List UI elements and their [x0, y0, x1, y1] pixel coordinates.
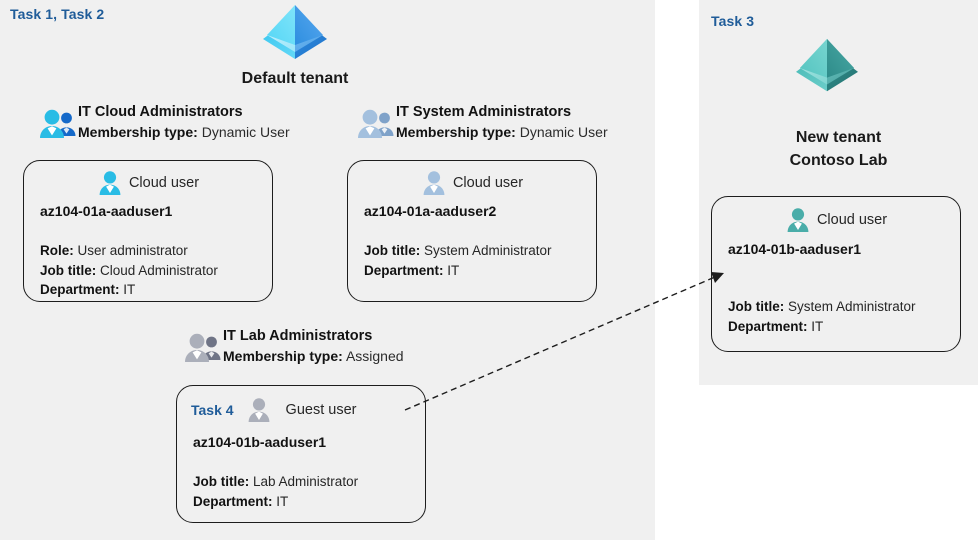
task-label-4: Task 4 [191, 402, 234, 418]
membership-value: Dynamic User [519, 124, 608, 140]
prop-label: Job title: [728, 299, 785, 314]
user-card-aaduser2[interactable]: Cloud user az104-01a-aaduser2 Job title:… [347, 160, 597, 302]
user-card-guest-aaduser1[interactable]: Task 4 Guest user az104-01b-aaduser1 Job… [176, 385, 426, 523]
card-properties: Job title: System Administrator Departme… [364, 241, 552, 280]
card-prop-row: Job title: System Administrator [364, 241, 552, 261]
card-properties: Job title: Lab Administrator Department:… [193, 472, 358, 511]
card-prop-row: Job title: Lab Administrator [193, 472, 358, 492]
user-card-new-tenant-aaduser1[interactable]: Cloud user az104-01b-aaduser1 Job title:… [711, 196, 961, 352]
prop-value: User administrator [77, 243, 188, 258]
group-membership: Membership type: Assigned [223, 347, 404, 366]
prop-label: Job title: [364, 243, 421, 258]
card-prop-row: Department: IT [364, 261, 552, 281]
card-username: az104-01a-aaduser2 [364, 203, 497, 219]
new-tenant-caption: New tenant Contoso Lab [712, 126, 965, 172]
card-username: az104-01a-aaduser1 [40, 203, 173, 219]
cloud-user-icon [787, 208, 809, 232]
cloud-user-icon [423, 171, 445, 195]
prop-value: Cloud Administrator [100, 262, 218, 278]
prop-value: IT [811, 318, 824, 334]
membership-label: Membership type: [78, 124, 198, 140]
prop-value: System Administrator [788, 299, 916, 314]
prop-label: Department: [193, 493, 273, 509]
azure-ad-tenant-icon-new [791, 36, 863, 98]
card-properties: Role: User administrator Job title: Clou… [40, 241, 218, 300]
prop-label: Role: [40, 243, 74, 258]
card-prop-row: Department: IT [193, 492, 358, 512]
prop-value: IT [447, 262, 460, 278]
card-user-type: Cloud user [452, 175, 524, 191]
membership-value: Dynamic User [201, 124, 290, 140]
membership-label: Membership type: [396, 124, 516, 140]
group-membership: Membership type: Dynamic User [396, 123, 608, 142]
group-name: IT Lab Administrators [223, 328, 373, 344]
prop-label: Job title: [193, 474, 250, 489]
group-membership: Membership type: Dynamic User [78, 123, 290, 142]
task-label-1-2: Task 1, Task 2 [10, 6, 105, 22]
card-prop-row: Department: IT [40, 280, 218, 300]
prop-label: Department: [728, 318, 808, 334]
membership-label: Membership type: [223, 348, 343, 364]
card-username: az104-01b-aaduser1 [193, 434, 327, 450]
prop-value: Lab Administrator [253, 474, 359, 489]
guest-user-icon [248, 398, 269, 422]
card-username: az104-01b-aaduser1 [728, 241, 862, 257]
card-user-type: Cloud user [128, 175, 200, 191]
default-tenant-caption: Default tenant [241, 70, 349, 87]
card-properties: Job title: System Administrator Departme… [728, 297, 916, 336]
card-user-header: Task 4 Guest user [177, 397, 425, 423]
prop-label: Department: [364, 262, 444, 278]
card-user-header: Cloud user [348, 170, 596, 196]
prop-value: IT [123, 282, 136, 297]
group-name: IT System Administrators [396, 104, 572, 120]
card-prop-row: Department: IT [728, 317, 916, 337]
group-users-icon [358, 109, 394, 138]
group-users-icon [185, 333, 221, 362]
prop-value: IT [276, 493, 289, 509]
card-user-header: Cloud user [712, 207, 960, 233]
prop-label: Department: [40, 282, 120, 297]
prop-label: Job title: [40, 262, 97, 278]
cloud-user-icon [99, 171, 121, 195]
group-users-icon [40, 109, 76, 138]
prop-value: System Administrator [424, 243, 552, 258]
group-name: IT Cloud Administrators [78, 104, 243, 120]
card-prop-row: Job title: Cloud Administrator [40, 261, 218, 281]
card-user-type: Cloud user [816, 212, 888, 228]
membership-value: Assigned [345, 348, 404, 364]
card-prop-row: Job title: System Administrator [728, 297, 916, 317]
task-label-3: Task 3 [711, 13, 755, 29]
card-user-header: Cloud user [24, 170, 272, 196]
azure-ad-tenant-icon-default [258, 2, 332, 66]
user-card-aaduser1[interactable]: Cloud user az104-01a-aaduser1 Role: User… [23, 160, 273, 302]
new-tenant-caption-line1: New tenant [795, 129, 882, 146]
new-tenant-caption-line2: Contoso Lab [789, 152, 888, 169]
card-user-type: Guest user [285, 402, 357, 418]
card-prop-row: Role: User administrator [40, 241, 218, 261]
